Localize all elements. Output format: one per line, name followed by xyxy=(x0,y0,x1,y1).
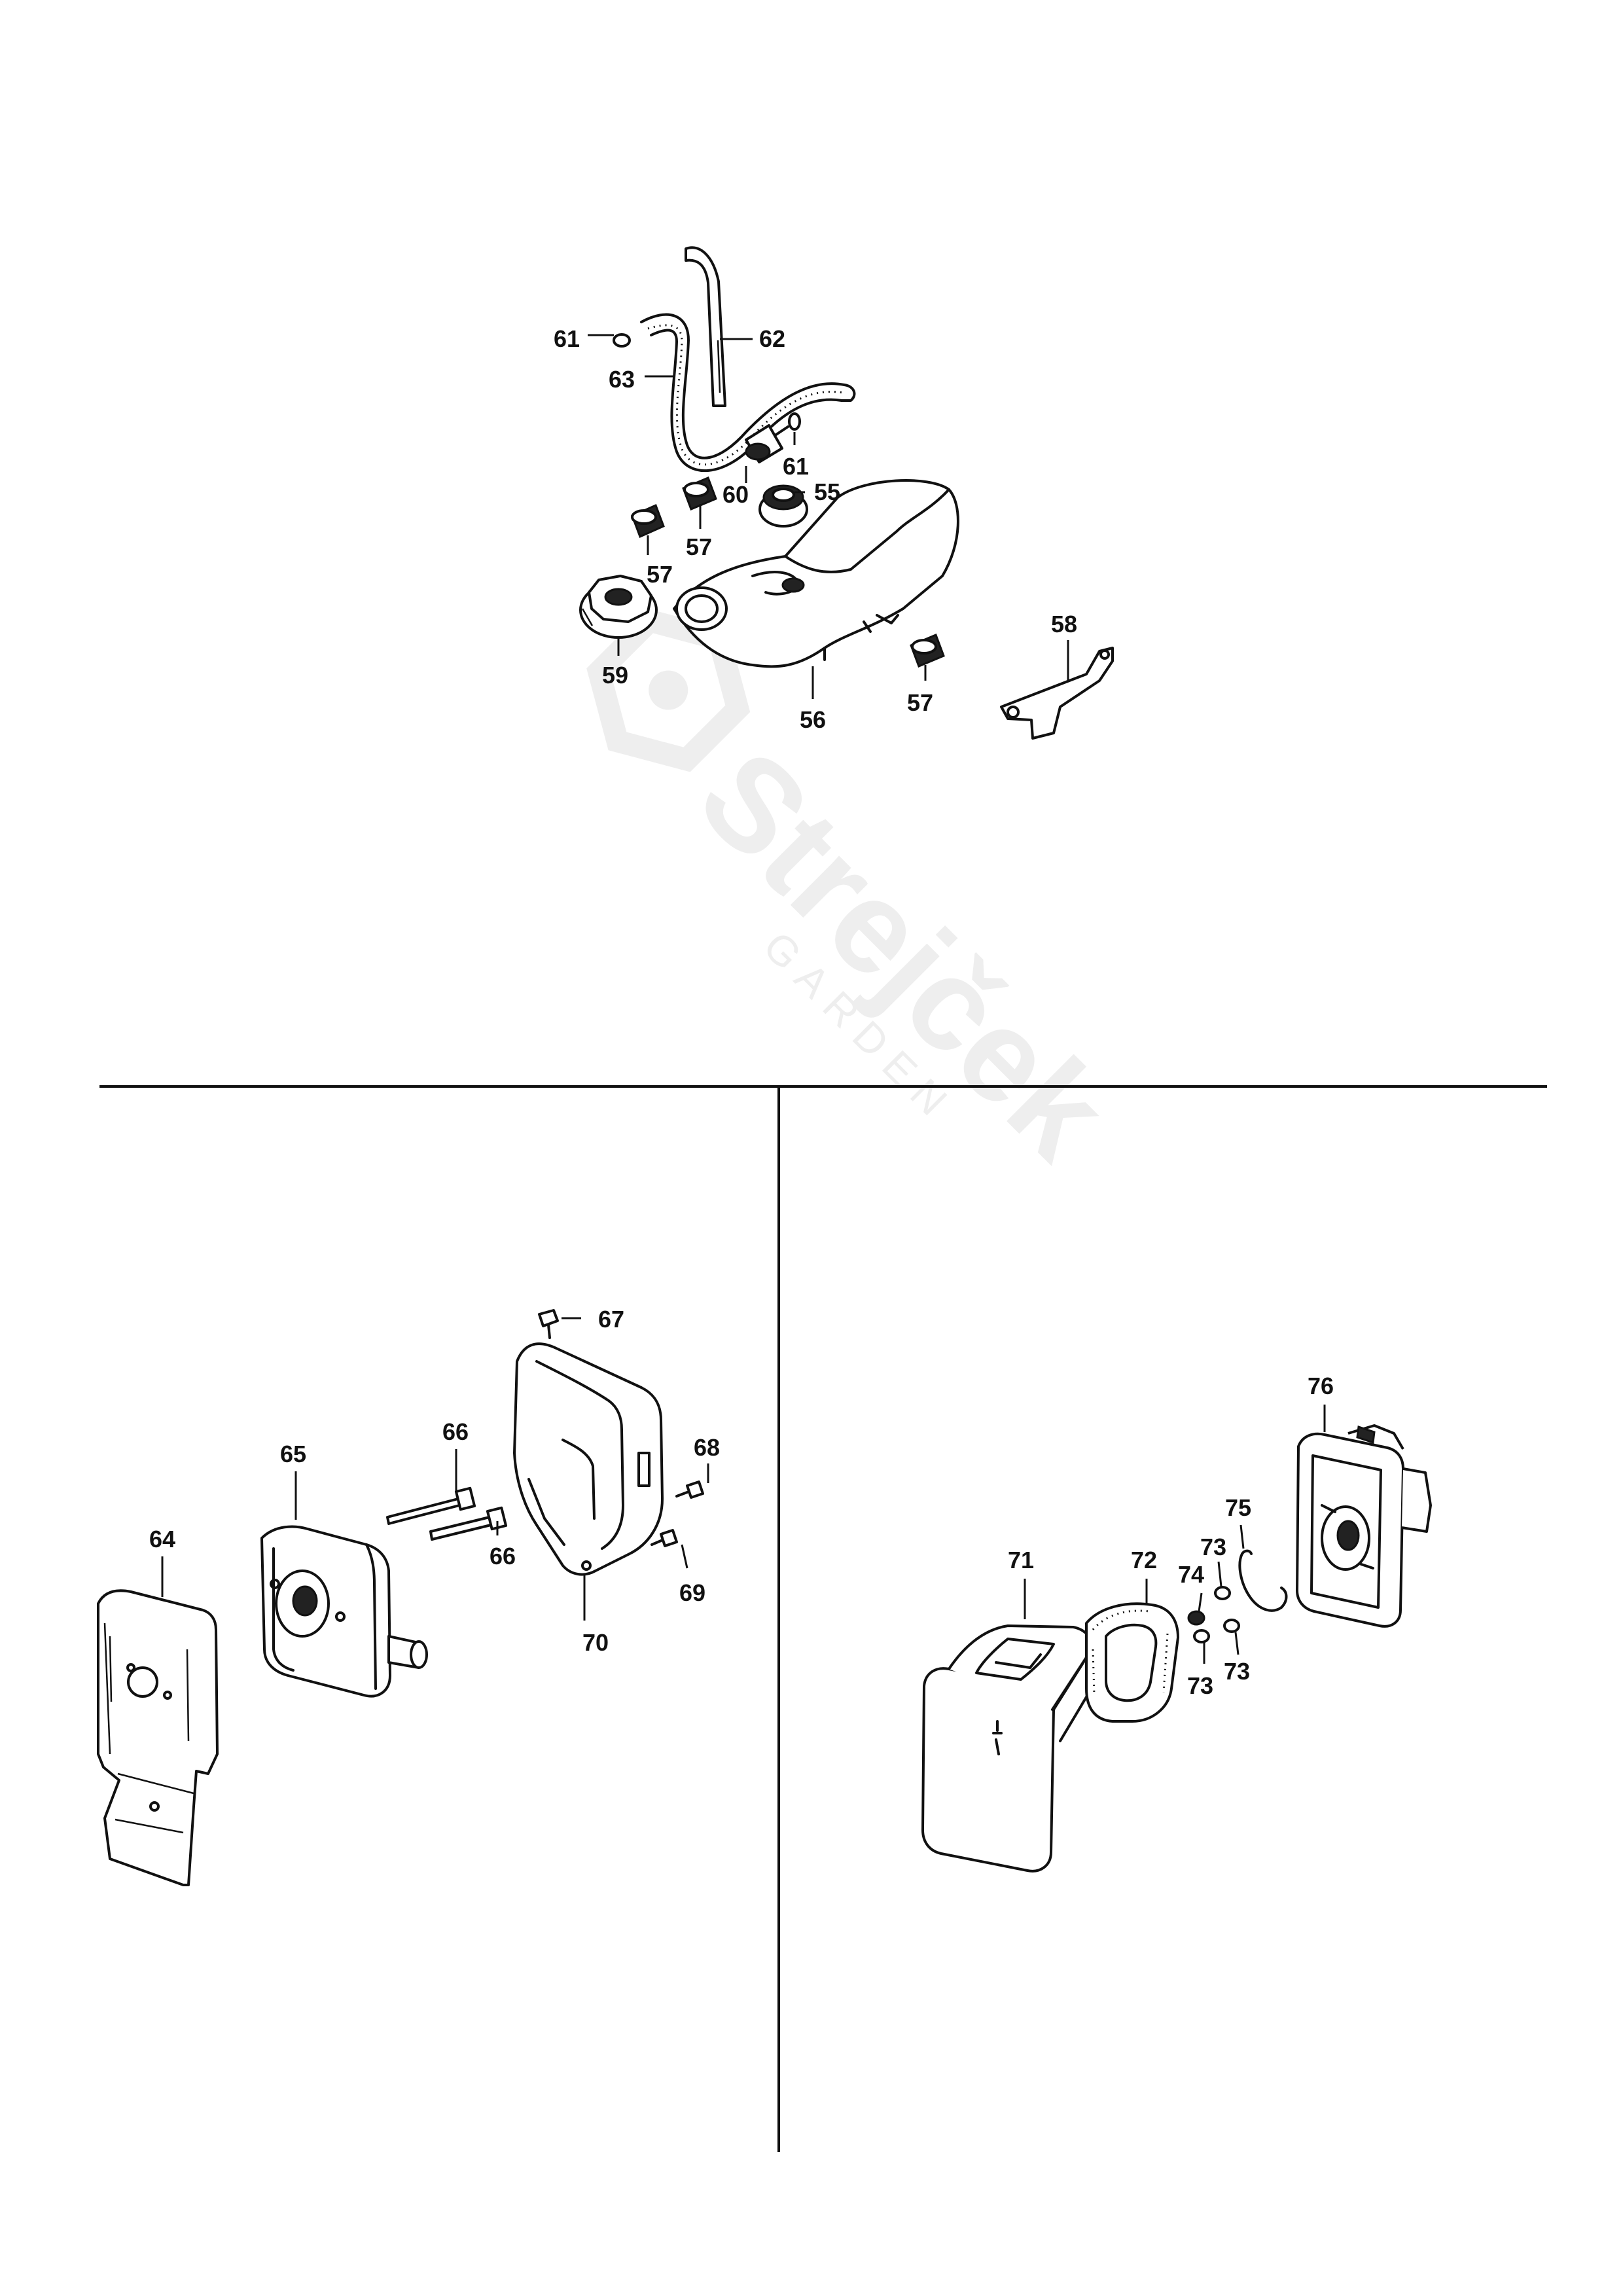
part-57-rubber-mount-b xyxy=(682,476,717,511)
part-74-nut xyxy=(1187,1610,1205,1626)
callout-66-lower: 66 xyxy=(490,1543,516,1570)
callout-68: 68 xyxy=(694,1434,720,1461)
watermark-brand: Strejček xyxy=(671,723,1135,1187)
part-61-clip-lower xyxy=(788,412,801,431)
part-75-spring-clip xyxy=(1238,1549,1288,1612)
callout-72: 72 xyxy=(1131,1547,1157,1573)
part-62-breather-pipe xyxy=(685,246,726,407)
part-64-shield-plate xyxy=(97,1589,219,1886)
part-71-air-filter-cover xyxy=(921,1624,1101,1873)
callout-69: 69 xyxy=(679,1579,705,1606)
part-61-clip-upper xyxy=(613,333,631,348)
callout-58: 58 xyxy=(1051,611,1077,637)
air-filter-section: 71 72 73 73 73 74 75 76 xyxy=(921,1372,1432,1873)
part-59-primer-cap xyxy=(579,575,658,639)
part-55-tank-cap xyxy=(758,484,808,528)
callout-71: 71 xyxy=(1008,1547,1034,1573)
part-65-muffler xyxy=(260,1525,428,1698)
part-57-rubber-mount-a xyxy=(631,503,665,539)
callout-63: 63 xyxy=(609,366,635,393)
part-67-screw xyxy=(538,1309,559,1339)
part-68-screw xyxy=(675,1480,704,1499)
part-63-fuel-hose xyxy=(640,313,856,473)
callout-75: 75 xyxy=(1225,1494,1251,1521)
part-69-screw xyxy=(651,1529,678,1547)
callout-70: 70 xyxy=(582,1629,609,1656)
part-70-muffler-cover xyxy=(513,1342,664,1576)
part-66-bolt-lower xyxy=(429,1506,508,1541)
callout-76: 76 xyxy=(1308,1372,1334,1399)
part-57-rubber-mount-c xyxy=(910,634,945,668)
callout-64: 64 xyxy=(149,1526,175,1552)
part-73-grommet-a xyxy=(1214,1586,1231,1600)
callout-66-upper: 66 xyxy=(442,1418,469,1445)
muffler-section: 64 65 66 66 67 68 69 70 xyxy=(97,1306,720,1886)
part-73-grommet-b xyxy=(1223,1619,1240,1633)
callout-74: 74 xyxy=(1178,1561,1204,1588)
callout-55: 55 xyxy=(814,478,840,505)
callout-61-upper: 61 xyxy=(554,325,580,352)
callout-61-lower: 61 xyxy=(783,453,809,480)
callout-57-b: 57 xyxy=(647,561,673,588)
callout-60: 60 xyxy=(722,481,749,508)
callout-57-a: 57 xyxy=(686,533,712,560)
callout-67: 67 xyxy=(598,1306,624,1333)
part-66-bolt-upper xyxy=(386,1486,476,1525)
fuel-tank-section: 61 62 63 61 60 55 57 57 57 59 56 58 xyxy=(554,246,1114,740)
callout-73-left: 73 xyxy=(1187,1672,1213,1699)
part-56-fuel-tank xyxy=(673,479,959,668)
callout-57-c: 57 xyxy=(907,689,933,716)
part-76-filter-base xyxy=(1296,1424,1432,1628)
part-73-grommet-c xyxy=(1193,1629,1210,1643)
part-60-fuel-fitting xyxy=(745,424,789,463)
callout-56: 56 xyxy=(800,706,826,733)
callout-65: 65 xyxy=(280,1441,306,1467)
callout-73-right: 73 xyxy=(1224,1658,1250,1685)
part-72-foam-filter xyxy=(1085,1602,1179,1723)
part-58-bracket xyxy=(1000,647,1114,740)
callout-73-upper: 73 xyxy=(1200,1534,1226,1560)
callout-59: 59 xyxy=(602,662,628,689)
callout-62: 62 xyxy=(759,325,785,352)
